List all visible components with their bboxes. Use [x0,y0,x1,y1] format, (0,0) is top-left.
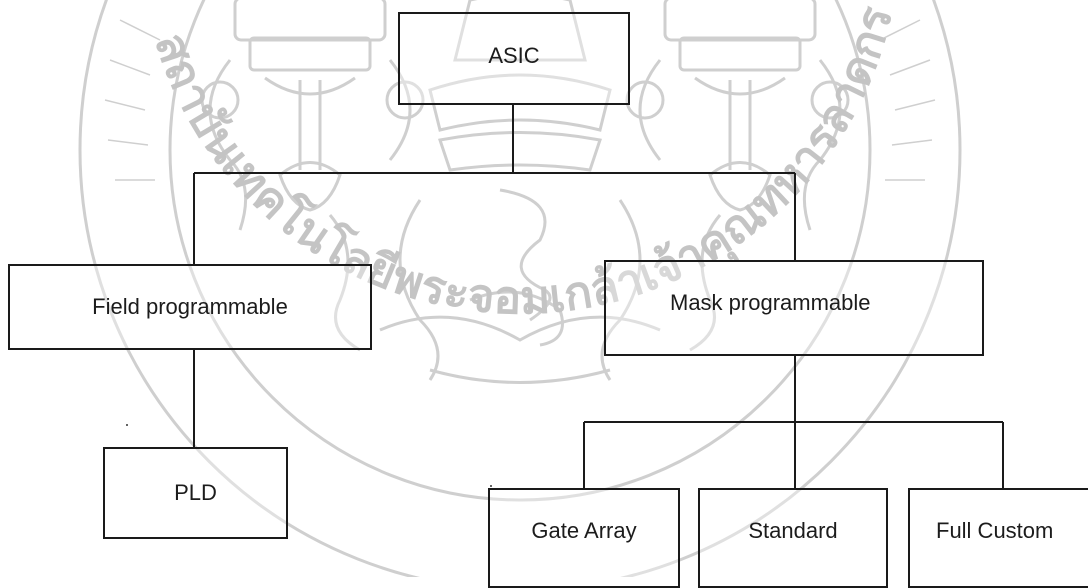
node-full-custom-label: Full Custom [936,518,1053,544]
node-gate-array: Gate Array [488,488,680,588]
node-mask-programmable: Mask programmable [604,260,984,356]
scan-speck [126,424,128,426]
node-field-programmable: Field programmable [8,264,372,350]
node-asic-label: ASIC [488,43,539,69]
node-asic: ASIC [398,12,630,105]
node-standard-label: Standard [748,518,837,544]
node-field-programmable-label: Field programmable [92,294,288,320]
node-full-custom: Full Custom [908,488,1088,588]
node-pld: PLD [103,447,288,539]
node-gate-array-label: Gate Array [531,518,636,544]
node-pld-label: PLD [174,480,217,506]
node-mask-programmable-label: Mask programmable [670,290,871,316]
scan-speck [490,485,492,487]
node-standard: Standard [698,488,888,588]
